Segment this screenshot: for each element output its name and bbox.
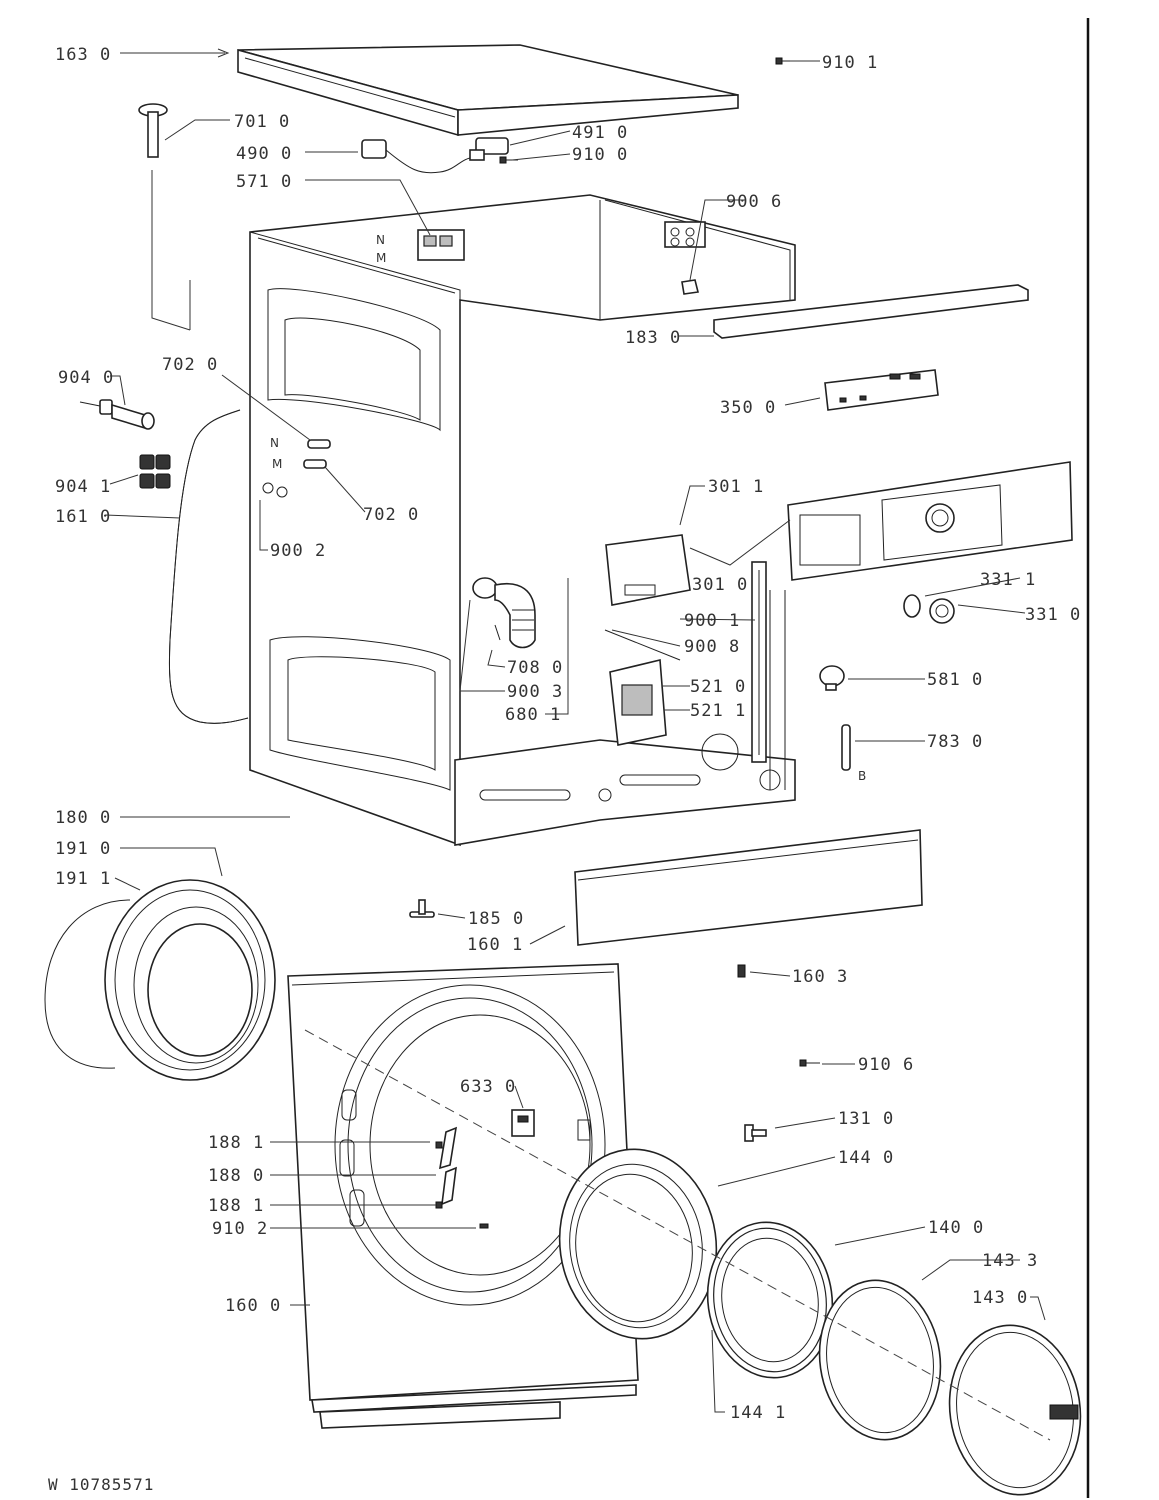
callout-783-0: 783 0 bbox=[927, 732, 983, 752]
door-gasket bbox=[44, 879, 276, 1081]
control-panel-fascia bbox=[787, 461, 1073, 581]
door-glass bbox=[706, 1221, 834, 1379]
callout-160-1: 160 1 bbox=[467, 935, 523, 955]
suppressor-904-0 bbox=[79, 399, 155, 430]
foot-185 bbox=[409, 899, 435, 918]
detergent-drawer bbox=[605, 534, 691, 606]
callout-301-1: 301 1 bbox=[708, 477, 764, 497]
callout-140-0: 140 0 bbox=[928, 1218, 984, 1238]
callout-191-0: 191 0 bbox=[55, 839, 111, 859]
clip-160-3 bbox=[737, 964, 746, 978]
callout-183-0: 183 0 bbox=[625, 328, 681, 348]
callout-910-0: 910 0 bbox=[572, 145, 628, 165]
callout-180-0: 180 0 bbox=[55, 808, 111, 828]
wire-mark-n2: N bbox=[376, 233, 385, 247]
pressure-switch bbox=[819, 665, 845, 691]
wire-mark-b: B bbox=[858, 769, 866, 783]
callout-581-0: 581 0 bbox=[927, 670, 983, 690]
door-lock-module bbox=[417, 229, 465, 261]
callout-131-0: 131 0 bbox=[838, 1109, 894, 1129]
door-outer-trim bbox=[948, 1324, 1082, 1496]
clips-900-2 bbox=[262, 482, 288, 498]
front-top-rail bbox=[713, 284, 1029, 339]
leader-lines bbox=[104, 48, 1046, 1413]
switch-bracket bbox=[469, 137, 509, 161]
lock-switch bbox=[361, 139, 471, 174]
callout-350-0: 350 0 bbox=[720, 398, 776, 418]
electronic-module-521 bbox=[604, 561, 767, 763]
hinge-pin bbox=[138, 103, 191, 331]
callout-900-2: 900 2 bbox=[270, 541, 326, 561]
callout-910-6: 910 6 bbox=[858, 1055, 914, 1075]
callout-900-1: 900 1 bbox=[684, 611, 740, 631]
callout-188-0: 188 0 bbox=[208, 1166, 264, 1186]
callout-144-0: 144 0 bbox=[838, 1148, 894, 1168]
selector-knob bbox=[903, 594, 955, 624]
callout-910-1: 910 1 bbox=[822, 53, 878, 73]
callout-143-3: 143 3 bbox=[982, 1251, 1038, 1271]
callout-144-1: 144 1 bbox=[730, 1403, 786, 1423]
front-panel bbox=[287, 963, 639, 1429]
callout-labels: 163 0 910 1 701 0 491 0 490 0 910 0 571 … bbox=[55, 45, 1081, 1423]
callout-571-0: 571 0 bbox=[236, 172, 292, 192]
callout-900-8: 900 8 bbox=[684, 637, 740, 657]
callout-143-0: 143 0 bbox=[972, 1288, 1028, 1308]
callout-490-0: 490 0 bbox=[236, 144, 292, 164]
callout-900-6: 900 6 bbox=[726, 192, 782, 212]
callout-702-0-lower: 702 0 bbox=[363, 505, 419, 525]
callout-904-1: 904 1 bbox=[55, 477, 111, 497]
top-cover bbox=[237, 44, 739, 137]
callout-900-3: 900 3 bbox=[507, 682, 563, 702]
callout-163-0: 163 0 bbox=[55, 45, 111, 65]
callout-160-0: 160 0 bbox=[225, 1296, 281, 1316]
callout-331-0: 331 0 bbox=[1025, 605, 1081, 625]
cabinet bbox=[249, 194, 796, 847]
hose-161 bbox=[168, 409, 249, 724]
callout-708-0: 708 0 bbox=[507, 658, 563, 678]
door-inner-ring bbox=[818, 1279, 942, 1441]
suppressor-clip-904-1 bbox=[139, 454, 171, 489]
callout-161-0: 161 0 bbox=[55, 507, 111, 527]
callout-185-0: 185 0 bbox=[468, 909, 524, 929]
callout-491-0: 491 0 bbox=[572, 123, 628, 143]
callout-188-1-lower: 188 1 bbox=[208, 1196, 264, 1216]
callout-331-1: 331 1 bbox=[980, 570, 1036, 590]
callout-633-0: 633 0 bbox=[460, 1077, 516, 1097]
callout-904-0: 904 0 bbox=[58, 368, 114, 388]
drain-hose-708 bbox=[472, 577, 536, 649]
wire-mark-m: M bbox=[272, 457, 282, 471]
hinge-131 bbox=[744, 1124, 767, 1142]
assembly-axis-line bbox=[304, 1029, 1051, 1441]
callout-160-3: 160 3 bbox=[792, 967, 848, 987]
screw-910-6 bbox=[799, 1059, 820, 1067]
callout-701-0: 701 0 bbox=[234, 112, 290, 132]
kick-plate bbox=[574, 829, 923, 946]
callout-910-2: 910 2 bbox=[212, 1219, 268, 1239]
callout-521-0: 521 0 bbox=[690, 677, 746, 697]
callout-521-1: 521 1 bbox=[690, 701, 746, 721]
callout-188-1-upper: 188 1 bbox=[208, 1133, 264, 1153]
wire-mark-n: N bbox=[270, 436, 279, 450]
wire-mark-m2: M bbox=[376, 251, 386, 265]
callout-702-0-upper: 702 0 bbox=[162, 355, 218, 375]
wire-connectors-702: N M bbox=[270, 436, 331, 471]
door-lock-633 bbox=[511, 1109, 591, 1141]
callout-191-1: 191 1 bbox=[55, 869, 111, 889]
document-number: W 10785571 bbox=[48, 1475, 154, 1494]
door-outer-frame bbox=[558, 1148, 718, 1340]
electronic-board bbox=[824, 369, 939, 411]
callout-680-1: 680 1 bbox=[505, 705, 561, 725]
callout-301-0: 301 0 bbox=[692, 575, 748, 595]
sensor-783: B bbox=[841, 724, 866, 783]
